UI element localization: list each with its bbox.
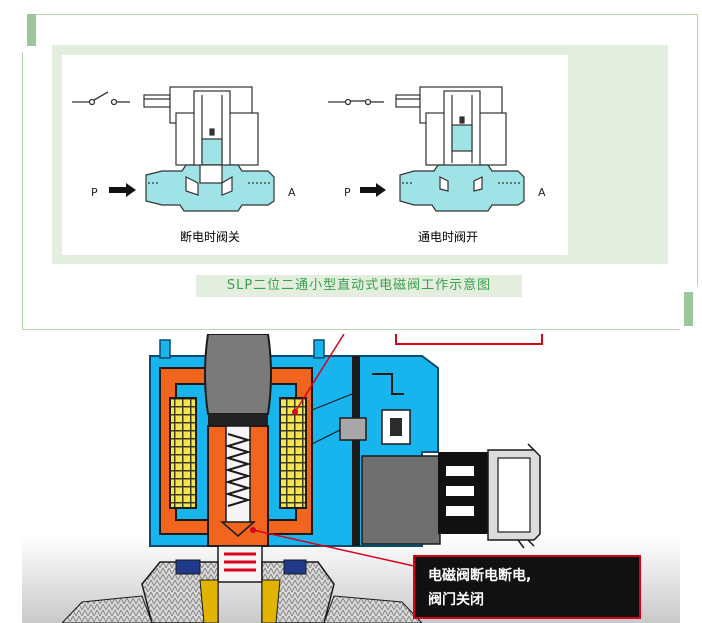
connector-housing [361, 455, 441, 545]
coil-winding-left [169, 397, 197, 509]
frame-left-border [22, 52, 23, 329]
callout-line-1: 电磁阀断电断电, [428, 567, 531, 584]
inlet-fitting [141, 561, 219, 623]
state-open-label: 通电时阀开 [418, 230, 478, 244]
cross-section-drawing: 电磁阀断电断电, 阀门关闭 [22, 334, 680, 623]
plunger [451, 124, 473, 152]
plunger [201, 138, 223, 166]
frame-top-border [32, 14, 698, 15]
stator-cap [204, 334, 272, 415]
terminal-connector [395, 94, 421, 108]
port-out-label: A [538, 186, 546, 199]
figure-caption: SLP二位二通小型直动式电磁阀工作示意图 [226, 278, 492, 293]
state-closed-label: 断电时阀关 [180, 229, 240, 244]
callout-frame-top [395, 334, 543, 345]
port-out-label: A [288, 186, 296, 199]
frame-right-border [697, 14, 698, 286]
valve-body-closed [145, 164, 275, 212]
caption-background [196, 275, 522, 297]
frame-bottom-border [22, 329, 680, 330]
callout-box [413, 555, 641, 619]
valve-state-drawing: P A 断电时阀关 [72, 86, 546, 244]
flow-arrow-icon [360, 183, 386, 197]
switch-open-icon [72, 91, 130, 106]
spring-icon [224, 433, 252, 507]
valve-state-diagram: P A 断电时阀关 [62, 55, 568, 255]
flow-arrow-icon [109, 183, 136, 197]
solenoid-cross-section: 电磁阀断电断电, 阀门关闭 [22, 334, 680, 623]
port-in-label: P [91, 186, 98, 199]
coil-winding-right [279, 397, 307, 509]
valve-body-open [399, 164, 525, 212]
lower-spring-icon [224, 552, 256, 572]
valve-closed: P A 断电时阀关 [72, 86, 296, 244]
switch-closed-icon [328, 98, 384, 106]
accent-bar-bottom-right [684, 292, 693, 326]
port-in-label: P [344, 186, 351, 199]
accent-bar-top-left [27, 14, 36, 46]
valve-open: P A 通电时阀开 [328, 86, 546, 244]
terminal-connector [143, 94, 171, 108]
callout-line-2: 阀门关闭 [428, 591, 484, 608]
